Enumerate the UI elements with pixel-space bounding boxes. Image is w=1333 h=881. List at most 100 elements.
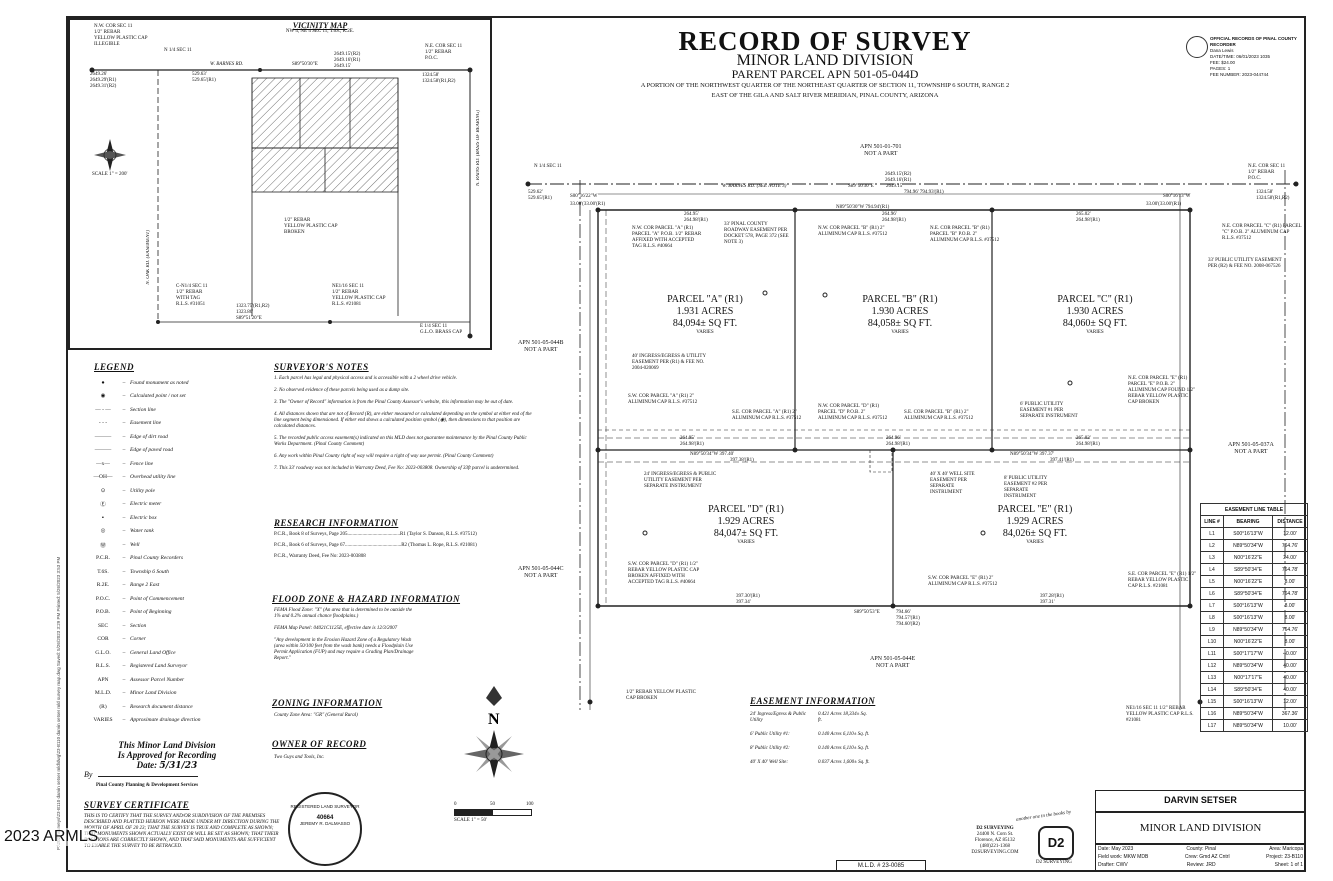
vic-ne-rebar: 1/2" REBAR	[425, 50, 452, 55]
mid-bc2: 264.98'(R1)	[886, 442, 910, 447]
bot-d3: 397.28'(R1)	[1040, 594, 1064, 599]
vic-nw-rebar: 1/2" REBAR	[94, 30, 121, 35]
north-arrow-icon: N	[464, 686, 524, 778]
easement-value: 0.037 Acres 1,600± Sq. ft.	[818, 760, 870, 765]
plat-top-d2: 2649.16'(R1)	[885, 178, 912, 183]
legend-item: APN–Assessor Parcel Number	[88, 673, 268, 687]
doc-title: RECORD OF SURVEY	[678, 26, 972, 56]
easement-name: 6' Public Utility #1:	[750, 732, 790, 737]
doc-description: A PORTION OF THE NORTHWEST QUARTER OF TH…	[600, 81, 1050, 101]
legend-symbol: P.O.B.	[95, 609, 111, 616]
table-cell: 40.00'	[1272, 683, 1308, 696]
legend-symbol: ◎	[100, 528, 106, 535]
apn-044b: APN 501-05-044B	[518, 340, 564, 346]
parcel-b-sqft: 84,058± SQ FT.	[867, 318, 933, 329]
county-seal-icon	[1186, 36, 1208, 58]
vic-d6: 1324.58'	[422, 73, 440, 78]
table-cell: L9	[1200, 623, 1224, 636]
plat-thirty1: 33.00'(33.00'(R1)	[570, 202, 606, 207]
table-cell: N00°16'22"E	[1223, 551, 1273, 564]
notes-item: 3. The "Owner of Record" information is …	[274, 400, 514, 405]
vicinity-title: VICINITY MAP	[292, 21, 348, 30]
plat-ne-cor: N.E. COR SEC 11	[1248, 164, 1286, 169]
parcel-a-sqft: 84,094± SQ FT.	[672, 318, 738, 329]
legend-symbol: ⊙	[100, 487, 106, 494]
note-sw-pd: S.W. COR PARCEL "D" (R1) 1/2" REBAR YELL…	[628, 562, 700, 585]
parcel-b-varies: VARIES	[891, 330, 909, 335]
mid-brg1-dist: 264.95'	[680, 436, 695, 441]
plat-top-d5: 794.93'(R1)	[919, 190, 944, 195]
legend-symbol: - - -	[98, 420, 108, 427]
side-file-stamp: P:\2023\surveys\23-B110 darvin setser ml…	[56, 556, 61, 850]
legend-symbol: M.L.D.	[94, 690, 112, 697]
legend-label: Electric meter	[130, 501, 162, 508]
table-cell: L5	[1200, 575, 1224, 588]
legend-label: Minor Land Division	[130, 690, 177, 697]
note-pue6: 6' PUBLIC UTILITY EASEMENT #1 PER SEPARA…	[1020, 402, 1078, 419]
vic-scale: SCALE 1" = 200'	[92, 172, 128, 177]
parcel-a-acres: 1.931 ACRES	[676, 306, 734, 317]
table-cell: 764.76'	[1272, 539, 1308, 552]
table-cell: L13	[1200, 671, 1224, 684]
firm-logo-icon: D2	[1038, 826, 1074, 860]
legend-item: VARIES–Approximate drainage direction	[88, 714, 268, 728]
legend-label: Easement line	[130, 420, 162, 427]
table-cell: S89°50'34"E	[1223, 683, 1273, 696]
recorder-pages-label: PAGES:	[1210, 66, 1227, 71]
vic-d2: 2649.16'(R1)	[334, 58, 361, 63]
apn-044b-note: NOT A PART	[524, 347, 558, 353]
approval-date-label: Date:	[136, 760, 158, 770]
note-se-pe: S.E. COR PARCEL "E" (R1) 1/2" REBAR YELL…	[1128, 572, 1197, 589]
easement-item: 40' X 40' Well Site: 0.037 Acres 1,600± S…	[750, 760, 870, 766]
parcel-d-acres: 1.929 ACRES	[717, 516, 775, 527]
legend-symbol: —x—	[96, 460, 110, 467]
easement-title: EASEMENT INFORMATION	[750, 696, 876, 706]
legend-symbol: (R)	[99, 703, 107, 710]
table-cell: N89°50'34"W	[1223, 659, 1273, 672]
vic-d5: 529.65'(R1)	[192, 78, 216, 83]
legend-item: (R)–Research document distance	[88, 700, 268, 714]
easement-name: 40' X 40' Well Site:	[750, 760, 789, 765]
recorder-title: OFFICIAL RECORDS OF PINAL COUNTY RECORDE…	[1210, 36, 1297, 47]
parcel-d-name: PARCEL "D" (R1)	[708, 504, 784, 515]
table-cell: S00°16'13"W	[1223, 527, 1273, 540]
legend-list: ●–Found monument as noted◉–Calculated po…	[88, 376, 268, 727]
table-cell: L2	[1200, 539, 1224, 552]
tb-area: Area: Maricopa	[1269, 846, 1303, 852]
vic-n4: N 1/4 SEC 11	[164, 48, 192, 53]
easement-item: 6' Public Utility #1:0.140 Acres 6,110± …	[750, 732, 870, 738]
vic-rebar-mid3: BROKEN	[284, 230, 305, 235]
notes-item: 4. All distances shown that are not of R…	[274, 412, 532, 429]
bot-d1: 397.30'(R1)	[736, 594, 760, 599]
parcel-e-varies: VARIES	[1026, 540, 1044, 545]
legend-symbol: — - —	[95, 406, 111, 413]
plat-top-d1: 2649.15'(R2)	[885, 172, 912, 177]
legend-item: R.2E.–Range 2 East	[88, 579, 268, 593]
legend-item: G.L.O.–General Land Office	[88, 646, 268, 660]
approval-signature-icon	[98, 776, 199, 777]
vic-ne16c: YELLOW PLASTIC CAP	[332, 296, 386, 301]
zoning-text: County Zone Area: "GR" (General Rural)	[274, 713, 358, 718]
notes-item: 6. Any work within Pinal County right of…	[274, 454, 494, 459]
vic-bottom3: S89°51'20"E	[236, 316, 262, 321]
legend-label: General Land Office	[130, 649, 176, 656]
firm-brand: D2 SURVEYING	[1036, 860, 1072, 865]
table-cell: 8.00'	[1272, 611, 1308, 624]
note-rowa: 33' PINAL COUNTY ROADWAY EASEMENT PER DO…	[724, 222, 789, 245]
flood-item: FEMA Map Panel: 04021C1125E, effective d…	[274, 626, 398, 631]
legend-item: Ⓦ–Well	[88, 538, 268, 552]
vic-ne16d: R.L.S. #21081	[332, 302, 362, 307]
tb-review: Review: JRD	[1186, 862, 1216, 868]
mld-number: M.L.D. # 23-0085	[857, 863, 905, 869]
legend-label: Approximate drainage direction	[130, 717, 201, 724]
table-cell: N00°17'17"E	[1223, 671, 1273, 684]
